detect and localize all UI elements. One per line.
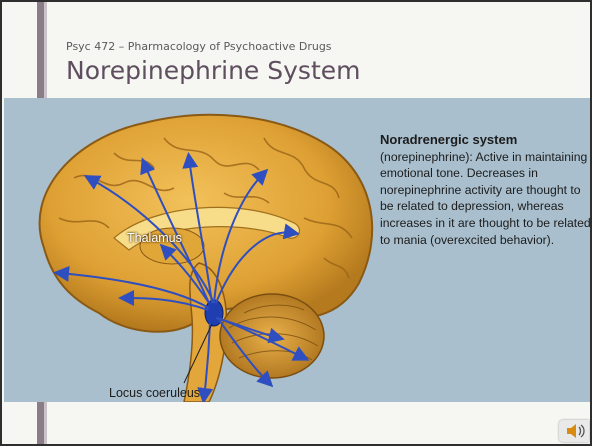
course-subtitle: Psyc 472 – Pharmacology of Psychoactive … <box>66 40 332 53</box>
accent-bar-bottom <box>37 402 44 446</box>
caption-body: (norepinephrine): Active in maintaining … <box>380 150 591 247</box>
locus-coeruleus-label: Locus coeruleus <box>109 386 200 400</box>
thalamus-label: Thalamus <box>127 231 182 245</box>
accent-bar-bottom-light <box>44 402 47 446</box>
accent-bar <box>37 2 44 98</box>
slide-title: Norepinephrine System <box>66 56 360 85</box>
caption-heading: Noradrenergic system <box>380 132 592 149</box>
accent-bar-light <box>44 2 47 98</box>
speaker-icon <box>559 420 589 442</box>
audio-button[interactable] <box>559 420 589 442</box>
figure-caption: Noradrenergic system (norepinephrine): A… <box>380 132 592 248</box>
